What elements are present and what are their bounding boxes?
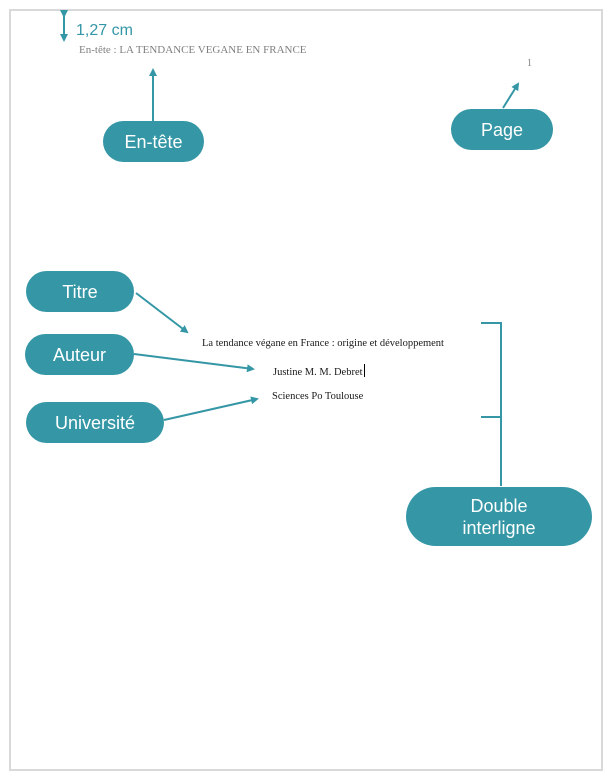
author-callout: Auteur: [25, 334, 134, 375]
title-callout-label: Titre: [62, 281, 98, 302]
running-header: En-tête : LA TENDANCE VEGANE EN FRANCE: [79, 44, 307, 56]
title-callout: Titre: [26, 271, 134, 312]
text-cursor: [363, 364, 365, 377]
double-spacing-bracket: [481, 322, 502, 486]
header-callout: En-tête: [103, 121, 204, 162]
page-arrow: [502, 82, 520, 109]
author-arrow: [133, 353, 255, 373]
double-spacing-callout: Double interligne: [406, 487, 592, 546]
page-callout: Page: [451, 109, 553, 150]
university-callout: Université: [26, 402, 164, 443]
document-author: Justine M. M. Debret: [273, 367, 363, 378]
double-spacing-callout-line1: Double: [470, 495, 528, 516]
page-number: 1: [527, 58, 532, 69]
document-university: Sciences Po Toulouse: [272, 391, 364, 402]
title-arrow: [135, 292, 189, 334]
document-title: La tendance végane en France : origine e…: [202, 338, 444, 349]
author-callout-label: Auteur: [52, 344, 107, 365]
document-author-line[interactable]: Justine M. M. Debret: [273, 364, 365, 378]
double-spacing-callout-line2: interligne: [462, 517, 536, 538]
page-callout-label: Page: [480, 119, 524, 140]
margin-measure-label: 1,27 cm: [76, 22, 133, 39]
university-arrow: [163, 396, 259, 421]
university-callout-label: Université: [54, 412, 136, 433]
header-callout-label: En-tête: [124, 131, 183, 152]
